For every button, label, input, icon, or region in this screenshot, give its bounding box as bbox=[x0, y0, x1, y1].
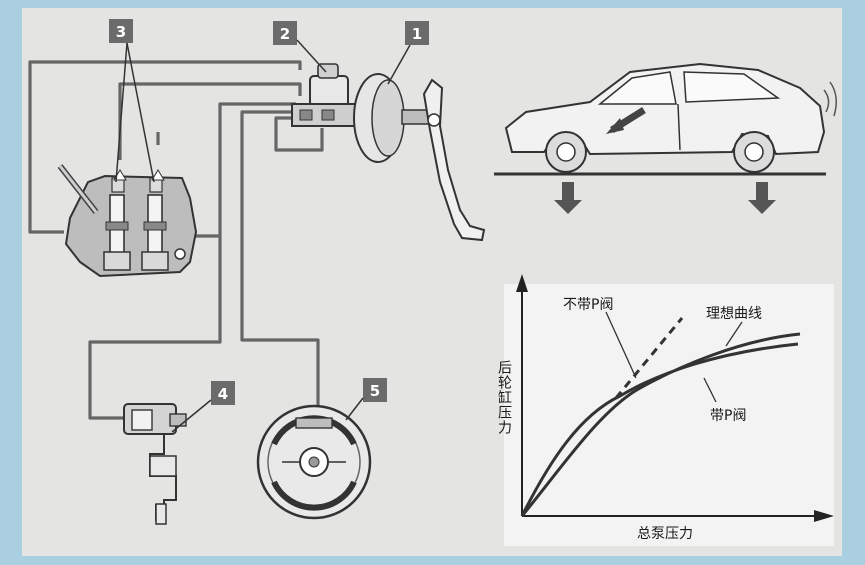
label-with-valve: 带P阀 bbox=[710, 408, 746, 424]
car-illustration bbox=[494, 62, 837, 176]
brake-line-rear-drum bbox=[240, 110, 320, 408]
brake-caliper bbox=[123, 403, 187, 525]
y-axis-label: 后轮缸压力 bbox=[496, 360, 512, 435]
x-axis-arrow bbox=[814, 510, 834, 522]
callout-4: 4 bbox=[171, 381, 235, 433]
pressure-graph: 不带P阀 理想曲线 带P阀 总泵压力 后轮缸压力 bbox=[496, 274, 834, 546]
brake-line-loop bbox=[274, 116, 324, 152]
callout-5: 5 bbox=[345, 378, 387, 421]
callout-2: 2 bbox=[273, 21, 327, 73]
y-axis-arrow bbox=[516, 274, 528, 292]
callout-4-label: 4 bbox=[218, 385, 228, 403]
callout-3-label: 3 bbox=[116, 23, 126, 41]
brake-pedal bbox=[422, 78, 486, 242]
curve-with-valve bbox=[520, 342, 799, 517]
callout-1: 1 bbox=[387, 21, 429, 85]
curve-without-valve bbox=[614, 317, 684, 399]
brake-booster bbox=[353, 73, 439, 163]
brake-line-outer bbox=[28, 60, 302, 234]
brake-lines bbox=[28, 60, 324, 420]
master-cylinder bbox=[291, 63, 361, 127]
label-without-valve: 不带P阀 bbox=[563, 297, 613, 313]
callout-5-label: 5 bbox=[370, 382, 380, 400]
callout-1-label: 1 bbox=[412, 25, 422, 43]
proportioning-valve bbox=[57, 164, 198, 278]
down-arrows bbox=[554, 182, 776, 214]
callout-3: 3 bbox=[109, 19, 155, 183]
callout-2-label: 2 bbox=[280, 25, 290, 43]
drum-brake bbox=[256, 404, 372, 520]
label-ideal-curve: 理想曲线 bbox=[706, 306, 762, 322]
x-axis-label: 总泵压力 bbox=[637, 526, 693, 542]
curve-ideal bbox=[520, 332, 801, 517]
brake-line-front-caliper bbox=[88, 102, 296, 420]
